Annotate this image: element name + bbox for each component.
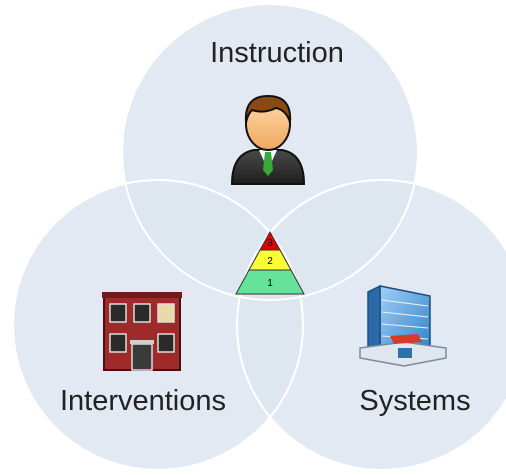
label-interventions: Interventions bbox=[60, 385, 226, 417]
office-building-icon bbox=[359, 284, 447, 367]
pyramid-tier-2-label: 2 bbox=[267, 256, 273, 267]
label-instruction: Instruction bbox=[210, 37, 344, 69]
pyramid-tier-1 bbox=[235, 269, 305, 295]
pyramid-tier-3-label: 3 bbox=[267, 238, 273, 249]
pyramid-tier-1-label: 1 bbox=[267, 278, 273, 289]
tier-pyramid: 3 2 1 bbox=[235, 230, 305, 295]
school-building-icon bbox=[102, 292, 182, 371]
label-systems: Systems bbox=[359, 385, 470, 417]
teacher-person-icon bbox=[230, 94, 306, 185]
